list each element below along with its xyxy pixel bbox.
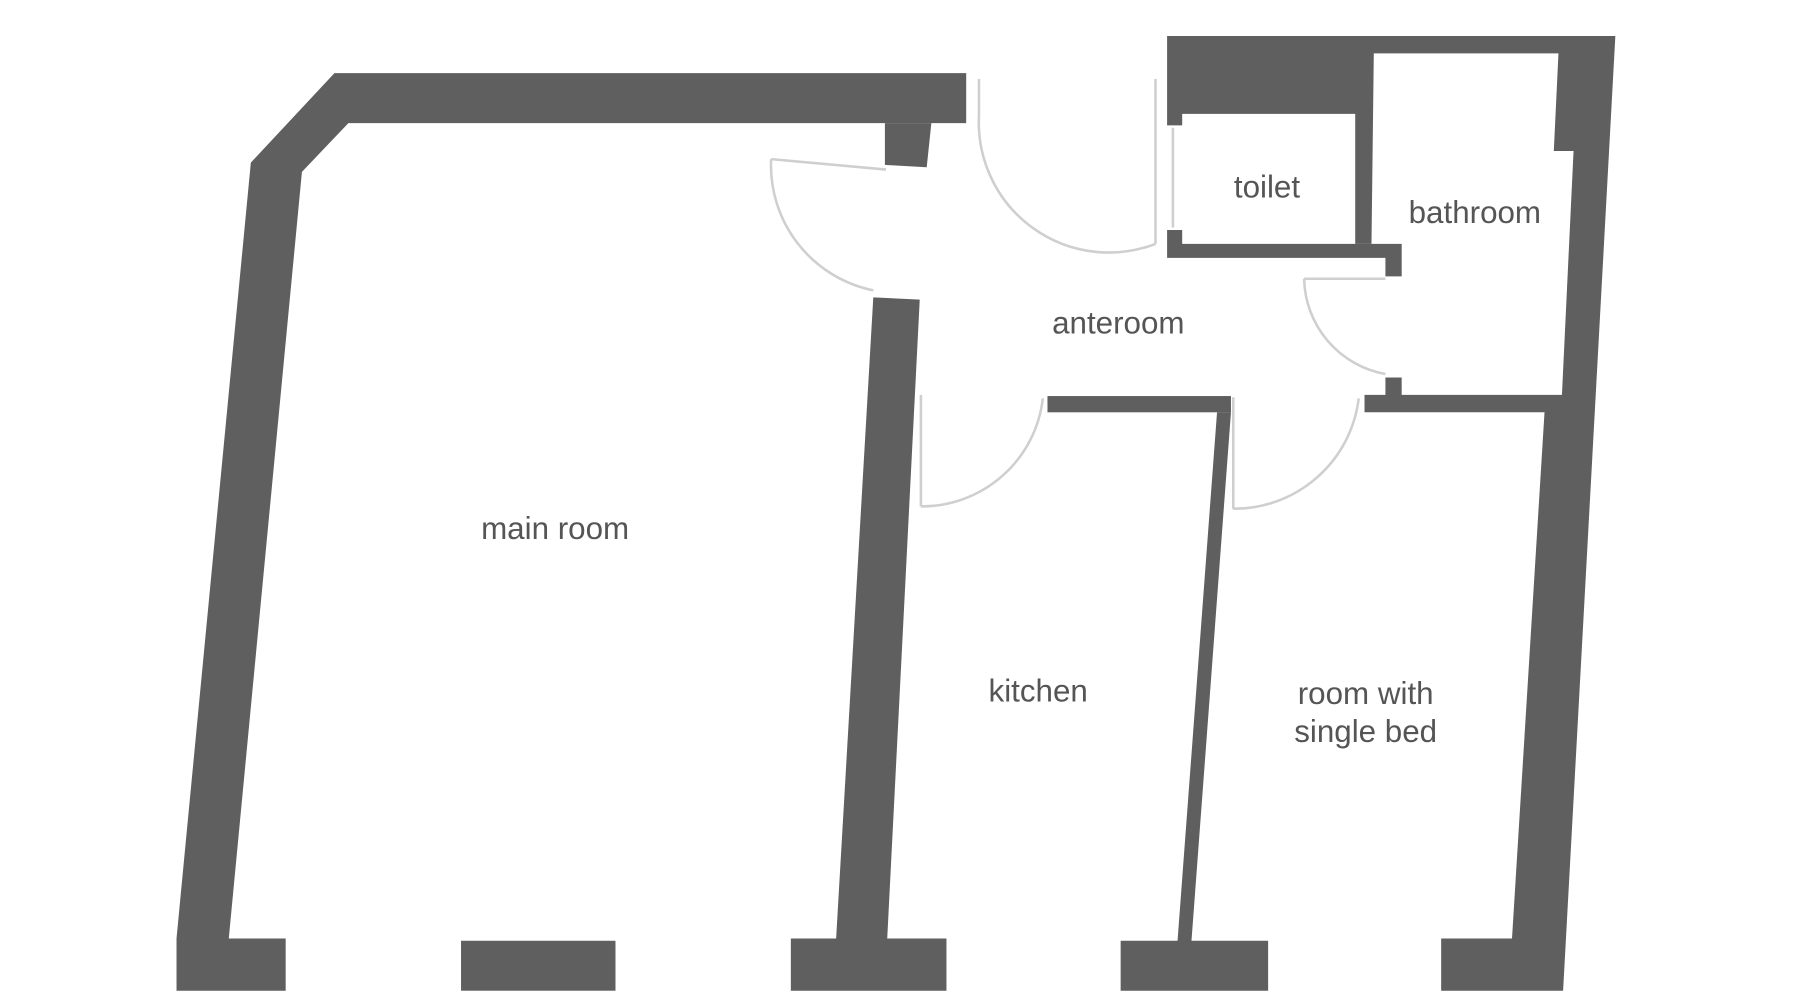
kitchen-bedroom-wall xyxy=(1120,412,1269,991)
room-labels: main room anteroom toilet bathroom kitch… xyxy=(481,169,1541,749)
doors xyxy=(769,78,1386,510)
entrance-door xyxy=(977,78,1157,254)
walls xyxy=(176,36,1616,991)
main-room-door xyxy=(769,157,887,292)
toilet-bottom-wall xyxy=(1167,229,1402,277)
bathroom-door xyxy=(1302,277,1386,376)
label-bathroom: bathroom xyxy=(1409,195,1541,230)
label-main-room: main room xyxy=(481,511,629,546)
label-bedroom-line2: single bed xyxy=(1294,714,1437,749)
label-anteroom: anteroom xyxy=(1052,305,1184,340)
label-bedroom-line1: room with xyxy=(1298,676,1434,711)
kitchen-top-wall xyxy=(1047,396,1231,413)
label-kitchen: kitchen xyxy=(989,674,1088,709)
bathroom-bottom-wall xyxy=(1364,377,1562,413)
label-toilet: toilet xyxy=(1234,169,1300,204)
right-outer-wall xyxy=(1167,36,1616,991)
bedroom-door xyxy=(1232,397,1360,510)
kitchen-door xyxy=(919,394,1045,508)
main-room-bottom-pillar xyxy=(461,940,616,991)
wall-stub xyxy=(884,123,932,168)
main-kitchen-wall xyxy=(790,297,947,991)
main-room-outer-wall xyxy=(176,73,967,991)
